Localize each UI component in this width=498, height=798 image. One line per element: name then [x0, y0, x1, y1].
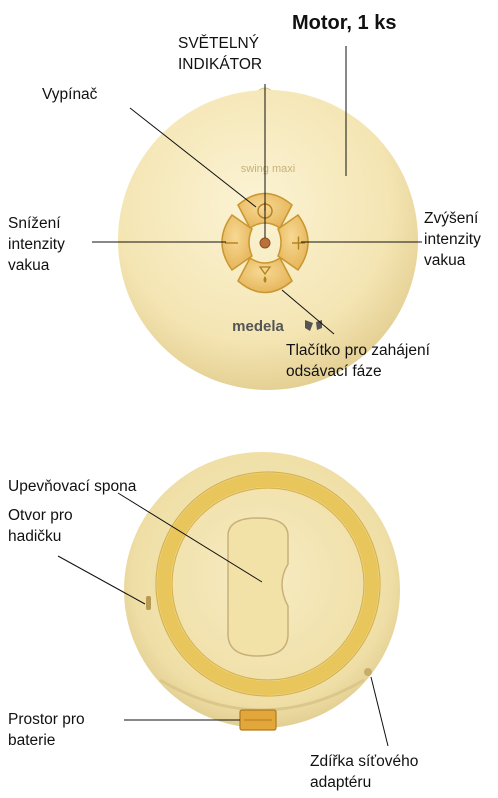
label-decrease: Snížení intenzity vakua [8, 213, 65, 276]
label-increase: Zvýšení intenzity vakua [424, 208, 481, 271]
label-power-switch: Vypínač [42, 84, 97, 105]
model-text: swing maxi [241, 163, 295, 175]
label-adapter: Zdířka síťového adaptéru [310, 751, 418, 793]
tube-hole [146, 596, 151, 610]
label-indicator: SVĚTELNÝ INDIKÁTOR [178, 33, 262, 75]
label-clip: Upevňovací spona [8, 476, 136, 497]
label-battery: Prostor pro baterie [8, 709, 85, 751]
device-bottom [124, 452, 400, 730]
mounting-clip[interactable] [228, 518, 288, 656]
brand-text: medela [232, 318, 284, 335]
label-tube-hole: Otvor pro hadičku [8, 505, 73, 547]
page-title: Motor, 1 ks [292, 12, 396, 35]
adapter-socket[interactable] [364, 668, 372, 676]
indicator-light [260, 238, 270, 248]
label-start-suction: Tlačítko pro zahájení odsávací fáze [286, 340, 430, 382]
